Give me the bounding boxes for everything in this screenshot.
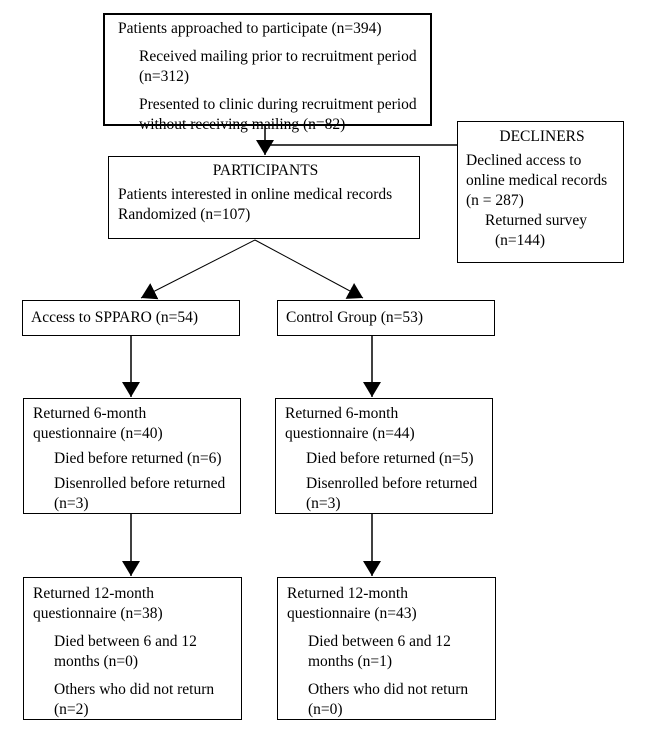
approached-clinic: Presented to clinic during recruitment p…	[139, 96, 417, 133]
box-decliners: DECLINERS Declined access to online medi…	[457, 121, 624, 263]
participants-randomized: Randomized (n=107)	[118, 206, 251, 223]
control-12mo-returned: Returned 12-month questionnaire (n=43)	[287, 585, 417, 622]
decliners-declined: Declined access to online medical record…	[466, 152, 608, 209]
decliners-returned-survey: Returned survey (n=144)	[485, 212, 588, 249]
control-6mo-died: Died before returned (n=5)	[306, 450, 474, 467]
box-participants: PARTICIPANTS Patients interested in onli…	[108, 156, 420, 239]
box-spparo-6month: Returned 6-month questionnaire (n=40) Di…	[23, 398, 241, 514]
spparo-arm-label: Access to SPPARO (n=54)	[31, 309, 199, 326]
control-arm-label: Control Group (n=53)	[286, 309, 424, 326]
participants-title: PARTICIPANTS	[212, 162, 319, 179]
control-6mo-disenrolled: Disenrolled before returned (n=3)	[306, 475, 478, 512]
box-control-6month: Returned 6-month questionnaire (n=44) Di…	[275, 398, 493, 514]
control-6mo-returned: Returned 6-month questionnaire (n=44)	[285, 405, 415, 442]
arrow-participants-to-spparo	[140, 239, 256, 300]
approached-total: Patients approached to participate (n=39…	[118, 20, 382, 37]
arrow-participants-to-control	[254, 239, 364, 299]
box-spparo-arm: Access to SPPARO (n=54)	[22, 300, 240, 336]
box-patients-approached: Patients approached to participate (n=39…	[103, 13, 432, 133]
participants-interested: Patients interested in online medical re…	[118, 186, 393, 203]
spparo-12mo-others: Others who did not return (n=2)	[54, 681, 215, 718]
decliners-title: DECLINERS	[499, 128, 585, 145]
spparo-6mo-disenrolled: Disenrolled before returned (n=3)	[54, 475, 226, 512]
spparo-12mo-died: Died between 6 and 12 months (n=0)	[54, 633, 197, 670]
spparo-6mo-died: Died before returned (n=6)	[54, 450, 222, 467]
box-control-arm: Control Group (n=53)	[277, 300, 495, 336]
box-control-12month: Returned 12-month questionnaire (n=43) D…	[277, 577, 496, 720]
control-12mo-others: Others who did not return (n=0)	[308, 681, 469, 718]
box-spparo-12month: Returned 12-month questionnaire (n=38) D…	[23, 577, 242, 720]
spparo-12mo-returned: Returned 12-month questionnaire (n=38)	[33, 585, 163, 622]
approached-mailing: Received mailing prior to recruitment pe…	[139, 48, 417, 85]
spparo-6mo-returned: Returned 6-month questionnaire (n=40)	[33, 405, 163, 442]
control-12mo-died: Died between 6 and 12 months (n=1)	[308, 633, 451, 670]
